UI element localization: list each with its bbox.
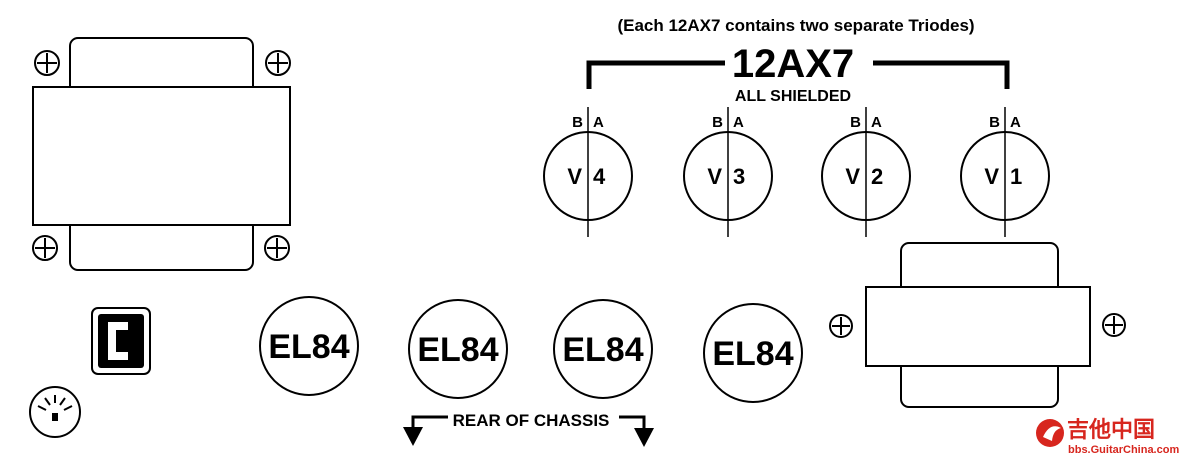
pin-b-label: B	[712, 114, 723, 131]
screw-icon	[265, 50, 291, 76]
pin-b-label: B	[989, 114, 1000, 131]
power-transformer-core	[32, 86, 291, 226]
guitarchina-logo-icon	[1036, 419, 1064, 447]
tube-designator-number: 4	[593, 164, 606, 189]
pin-a-label: A	[1010, 114, 1021, 131]
tube-socket-outline	[259, 296, 359, 396]
power-tube-socket-p3: EL84	[553, 299, 653, 399]
tube-designator-number: 3	[733, 164, 745, 189]
screw-icon	[32, 235, 58, 261]
pin-a-label: A	[733, 114, 744, 131]
tube-socket-outline	[703, 303, 803, 403]
preamp-bracket	[586, 60, 1010, 89]
iec-power-inlet-icon	[91, 307, 151, 375]
tube-socket-outline	[408, 299, 508, 399]
tube-designator-prefix: V	[707, 164, 722, 189]
pin-b-label: B	[572, 114, 583, 131]
rear-of-chassis-indicator: REAR OF CHASSIS	[403, 411, 654, 447]
tube-type-label: 12AX7	[732, 42, 854, 86]
arrow-down-icon	[634, 428, 654, 447]
tube-designator-prefix: V	[567, 164, 582, 189]
voltage-selector-icon	[29, 386, 81, 438]
screw-icon	[1102, 313, 1126, 337]
arrow-down-icon	[403, 427, 423, 446]
triode-note: (Each 12AX7 contains two separate Triode…	[617, 16, 974, 35]
power-tube-label: EL84	[268, 328, 349, 366]
power-tube-sockets: EL84 EL84 EL84 EL84	[259, 296, 803, 403]
tube-designator-prefix: V	[984, 164, 999, 189]
tube-designator-number: 2	[871, 164, 883, 189]
screw-icon	[34, 50, 60, 76]
pin-a-label: A	[871, 114, 882, 131]
watermark-url-text: bbs.GuitarChina.com	[1068, 444, 1179, 456]
pin-a-label: A	[593, 114, 604, 131]
output-transformer-core	[865, 286, 1091, 367]
power-transformer	[32, 37, 291, 271]
watermark-cn-text: 吉他中国	[1067, 417, 1155, 442]
output-transformer	[829, 242, 1126, 408]
power-tube-socket-p1: EL84	[259, 296, 359, 396]
screw-icon	[264, 235, 290, 261]
tube-designator-prefix: V	[845, 164, 860, 189]
power-tube-socket-p2: EL84	[408, 299, 508, 399]
pin-b-label: B	[850, 114, 861, 131]
tube-designator-number: 1	[1010, 164, 1022, 189]
rear-of-chassis-label: REAR OF CHASSIS	[453, 411, 610, 430]
power-tube-label: EL84	[562, 331, 643, 369]
power-tube-label: EL84	[417, 331, 498, 369]
power-tube-socket-p4: EL84	[703, 303, 803, 403]
screw-icon	[829, 314, 853, 338]
guitarchina-watermark: 吉他中国 bbs.GuitarChina.com	[1036, 417, 1179, 456]
tube-socket-outline	[553, 299, 653, 399]
shield-note: ALL SHIELDED	[735, 88, 851, 105]
power-tube-label: EL84	[712, 335, 793, 373]
